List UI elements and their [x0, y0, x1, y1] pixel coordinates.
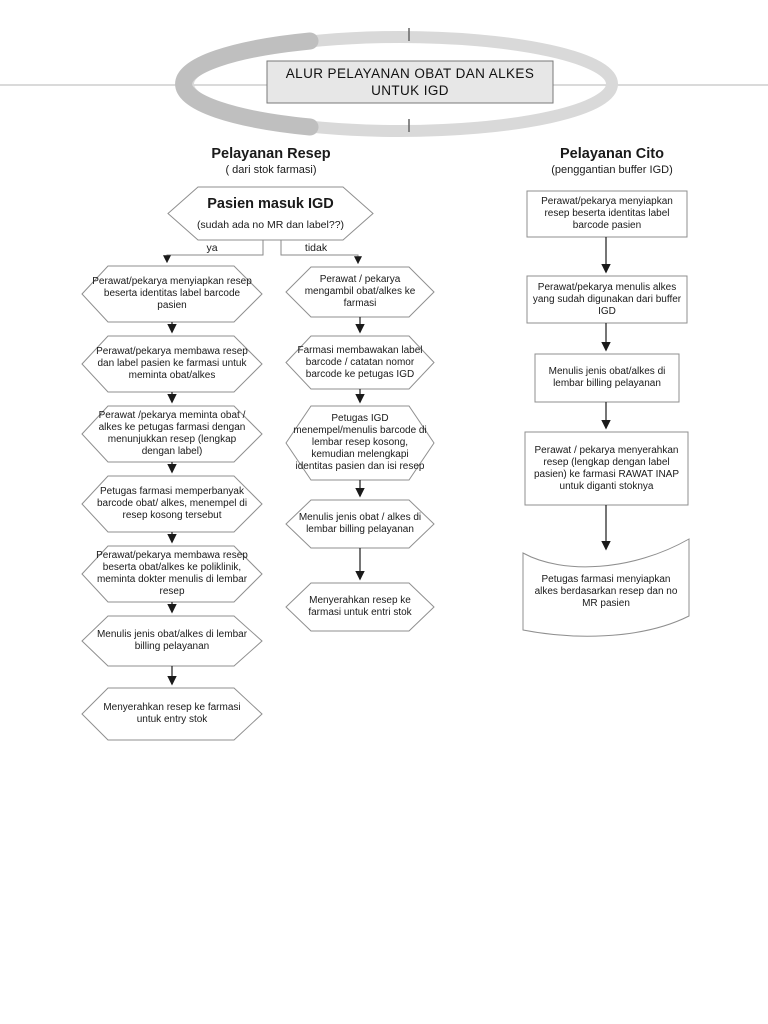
- step-cito-3-label: Menulis jenis obat/alkes di lembar billi…: [548, 366, 666, 389]
- step-ya-2-shape: [81, 335, 263, 393]
- step-ya-4-shape: [81, 475, 263, 533]
- start-node-shape: [167, 186, 374, 241]
- branch-label-yes: ya: [206, 241, 218, 254]
- step-cito-3-shape: [534, 353, 680, 403]
- step-ya-6-label: Menulis jenis obat/alkes di lembar billi…: [96, 629, 248, 652]
- step-ya-3-label: Perawat /pekarya meminta obat / alkes ke…: [98, 410, 246, 457]
- step-tidak-2-shape: [285, 335, 435, 390]
- step-ya-4-label: Petugas farmasi memperbanyak barcode oba…: [96, 486, 248, 521]
- step-tidak-5-shape: [285, 582, 435, 632]
- step-cito-5-label: Petugas farmasi menyiapkan alkes berdasa…: [534, 574, 678, 609]
- step-cito-1-shape: [526, 190, 688, 238]
- cito-column-title: Pelayanan Cito: [560, 145, 664, 162]
- step-tidak-5-label: Menyerahkan resep ke farmasi untuk entri…: [308, 595, 412, 618]
- step-ya-1-shape: [81, 265, 263, 323]
- step-ya-1-label: Perawat/pekarya menyiapkan resep beserta…: [92, 276, 252, 311]
- resep-column-subtitle: ( dari stok farmasi): [225, 163, 317, 176]
- step-tidak-2-label: Farmasi membawakan label barcode / catat…: [297, 344, 423, 380]
- step-tidak-4-shape: [285, 499, 435, 549]
- step-ya-3-shape: [81, 405, 263, 463]
- step-ya-5-shape: [81, 545, 263, 603]
- step-cito-2-label: Perawat/pekarya menulis alkes yang sudah…: [532, 281, 682, 317]
- branch-label-no: tidak: [304, 241, 328, 254]
- step-ya-7-shape: [81, 687, 263, 741]
- start-node-question: (sudah ada no MR dan label??): [196, 218, 345, 231]
- step-cito-2-shape: [526, 275, 688, 324]
- resep-column-title: Pelayanan Resep: [211, 145, 331, 162]
- step-cito-5-document-shape: [522, 538, 690, 637]
- branch-no-connector: [280, 240, 362, 265]
- step-tidak-1-label: Perawat / pekarya mengambil obat/alkes k…: [304, 274, 416, 309]
- cito-column-subtitle: (penggantian buffer IGD): [551, 163, 673, 176]
- step-ya-7-label: Menyerahkan resep ke farmasi untuk entry…: [103, 702, 241, 725]
- step-ya-5-label: Perawat/pekarya membawa resep beserta ob…: [96, 550, 248, 597]
- step-ya-2-label: Perawat/pekarya membawa resep dan label …: [96, 346, 248, 381]
- step-cito-1-label: Perawat/pekarya menyiapkan resep beserta…: [541, 196, 673, 231]
- step-tidak-3-label: Petugas IGD menempel/menulis barcode di …: [293, 413, 427, 472]
- step-tidak-3-shape: [285, 405, 435, 481]
- branch-yes-connector: [163, 240, 264, 264]
- step-tidak-4-label: Menulis jenis obat / alkes di lembar bil…: [298, 512, 422, 535]
- step-cito-4-shape: [524, 431, 689, 506]
- page-title-line1: ALUR PELAYANAN OBAT DAN ALKES: [285, 66, 535, 81]
- start-node-title: Pasien masuk IGD: [207, 195, 334, 212]
- title-box: [266, 60, 554, 104]
- page-title-line2: UNTUK IGD: [371, 83, 449, 98]
- page-title: ALUR PELAYANAN OBAT DAN ALKES UNTUK IGD: [267, 61, 553, 103]
- start-node: Pasien masuk IGD (sudah ada no MR dan la…: [170, 189, 371, 237]
- step-ya-6-shape: [81, 615, 263, 667]
- ellipse-ornament-left: [175, 32, 319, 136]
- step-tidak-1-shape: [285, 266, 435, 318]
- step-cito-4-label: Perawat / pekarya menyerahkan resep (len…: [533, 444, 680, 492]
